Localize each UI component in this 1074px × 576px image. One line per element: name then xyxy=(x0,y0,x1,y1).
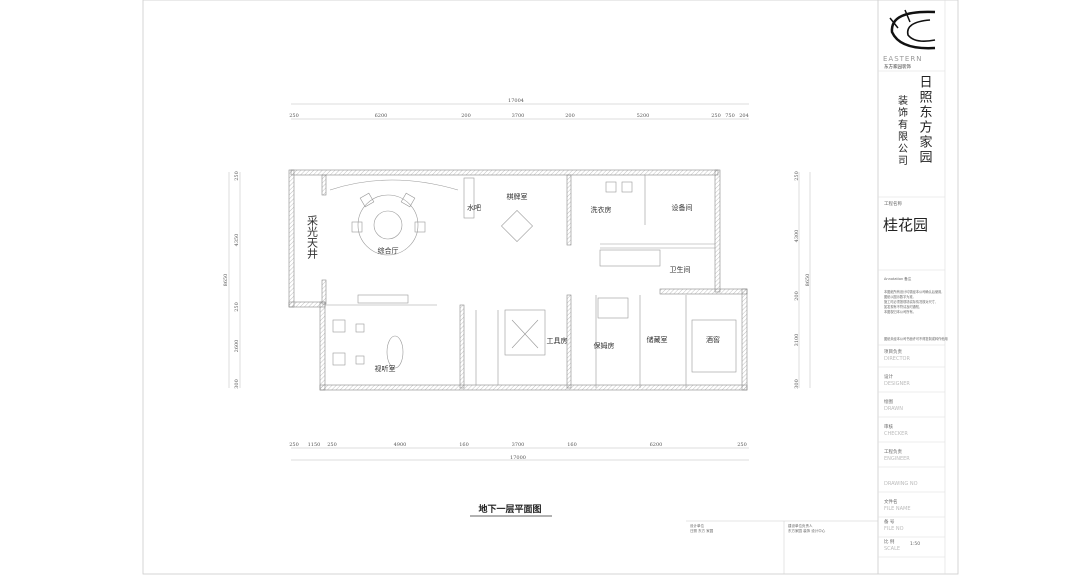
room-label-tool-room: 工具房 xyxy=(547,336,568,345)
dim-label: 200 xyxy=(461,113,471,119)
sheet-border xyxy=(142,0,959,575)
company-name-line1: 日照东方家园 xyxy=(917,75,933,165)
field-label: 备 号 xyxy=(884,518,895,525)
field-label-en: DIRECTOR xyxy=(884,356,910,362)
field-label: 工程负责 xyxy=(884,448,902,455)
footer-stamp-label: 建设单位负责人 xyxy=(788,523,813,528)
top-dimension-chain: 17004 250 6200 200 3700 200 5200 250 750… xyxy=(289,98,749,120)
room-label-nanny-room: 保姆房 xyxy=(594,341,615,350)
interior-walls xyxy=(321,174,715,389)
bottom-dimension-chain: 250 1150 250 4900 160 3700 160 6200 250 … xyxy=(289,442,749,461)
field-label: 比 例 xyxy=(884,538,895,545)
left-dimension-chain: 8650 250 4350 250 2600 300 xyxy=(223,171,241,389)
field-label-en: DESIGNER xyxy=(884,381,910,387)
furniture xyxy=(329,177,737,385)
room-label-wine-cellar: 酒窖 xyxy=(706,335,720,344)
dim-label: 3700 xyxy=(512,113,525,119)
notes-header: Annotation 备注 xyxy=(884,276,912,281)
exterior-walls xyxy=(288,169,748,391)
field-label-en: FILE NAME xyxy=(884,506,911,512)
footer-stamp-label: 设计单位 xyxy=(690,523,704,528)
dim-label: 250 xyxy=(327,442,337,448)
field-label: 审核 xyxy=(884,423,893,430)
left-dimension-total: 8650 xyxy=(223,274,229,287)
footer-stamp-value: 日照 东方 家园 xyxy=(690,528,714,533)
dim-label: 250 xyxy=(794,171,800,181)
room-label-skylight-well: 采光天井 xyxy=(306,215,319,260)
logo-subtext: 东方家园装饰 xyxy=(884,63,911,70)
dim-label: 250 xyxy=(289,113,299,119)
right-dimension-chain: 8650 250 4300 200 3100 300 xyxy=(794,171,811,389)
room-label-av-room: 视听室 xyxy=(375,364,396,373)
dim-label: 1150 xyxy=(308,442,321,448)
field-label: 文件名 xyxy=(884,498,898,505)
field-value: 1:50 xyxy=(910,541,920,547)
dim-label: 750 xyxy=(725,113,735,119)
dim-label: 3100 xyxy=(794,334,800,347)
field-label: 绘图 xyxy=(884,398,893,405)
dim-label: 160 xyxy=(567,442,577,448)
dim-label: 250 xyxy=(289,442,299,448)
eastern-logo: EASTERN 东方家园装饰 xyxy=(883,9,936,70)
notes-footer: 图纸未经本公司书面许可不得复制或转作他用 xyxy=(884,336,948,341)
room-label-water-bar: 水吧 xyxy=(467,203,481,212)
dim-label: 250 xyxy=(711,113,721,119)
dim-label: 300 xyxy=(234,379,240,389)
dim-label: 2600 xyxy=(234,340,240,353)
field-label-en: CHECKER xyxy=(884,431,908,437)
dim-label: 6200 xyxy=(375,113,388,119)
dim-label: 200 xyxy=(794,291,800,301)
note-line: 图纸以图示数字为准, xyxy=(884,294,914,299)
dim-label: 160 xyxy=(459,442,469,448)
top-dimension-total: 17004 xyxy=(508,98,524,104)
room-label-laundry: 洗衣房 xyxy=(591,205,612,214)
field-label-en: FILE NO xyxy=(884,526,904,532)
project-label: 工程名称 xyxy=(884,200,902,207)
field-label: 项目负责 xyxy=(884,348,902,355)
room-label-mahjong-room: 棋牌室 xyxy=(507,192,528,201)
dim-label: 3700 xyxy=(512,442,525,448)
dim-label: 250 xyxy=(737,442,747,448)
footer-stamp-value: 东方家园 装饰 设计中心 xyxy=(788,528,826,533)
note-line: 如发现有不符请及时通知, xyxy=(884,304,920,309)
dim-label: 204 xyxy=(739,113,749,119)
drawing-title: 地下一层平面图 xyxy=(478,503,541,515)
right-dimension-total: 8650 xyxy=(805,274,811,287)
dim-label: 300 xyxy=(794,379,800,389)
bottom-dimension-total: 17000 xyxy=(510,455,526,461)
dim-label: 6200 xyxy=(650,442,663,448)
field-label-en: DRAWING NO xyxy=(884,481,918,487)
room-label-living-hall: 综合厅 xyxy=(378,246,399,255)
note-line: 本图纸所有设计均需经本公司确认后使用, xyxy=(884,289,942,294)
note-line: 施工时必须按现场实际情况核对尺寸, xyxy=(884,299,936,304)
dim-label: 4900 xyxy=(394,442,407,448)
note-line: 本图权归本公司所有。 xyxy=(884,309,916,314)
company-name-line2: 装饰有限公司 xyxy=(896,94,908,167)
field-label: 设计 xyxy=(884,373,893,380)
dim-label: 250 xyxy=(234,302,240,312)
field-label-en: SCALE xyxy=(884,546,900,552)
project-name: 桂花园 xyxy=(883,216,928,234)
dim-label: 200 xyxy=(565,113,575,119)
room-label-bathroom: 卫生间 xyxy=(670,265,691,274)
field-label-en: DRAWN xyxy=(884,406,903,412)
dim-label: 4300 xyxy=(794,230,800,243)
dim-label: 250 xyxy=(234,171,240,181)
field-label-en: ENGINEER xyxy=(884,456,910,462)
dim-label: 5200 xyxy=(637,113,650,119)
title-block: EASTERN 东方家园装饰 日照东方家园 装饰有限公司 工程名称 桂花园 An… xyxy=(878,9,948,346)
room-label-storage: 储藏室 xyxy=(647,335,668,344)
room-label-equipment-room: 设备间 xyxy=(672,203,693,212)
logo-text: EASTERN xyxy=(883,55,922,63)
dim-label: 4350 xyxy=(234,234,240,247)
